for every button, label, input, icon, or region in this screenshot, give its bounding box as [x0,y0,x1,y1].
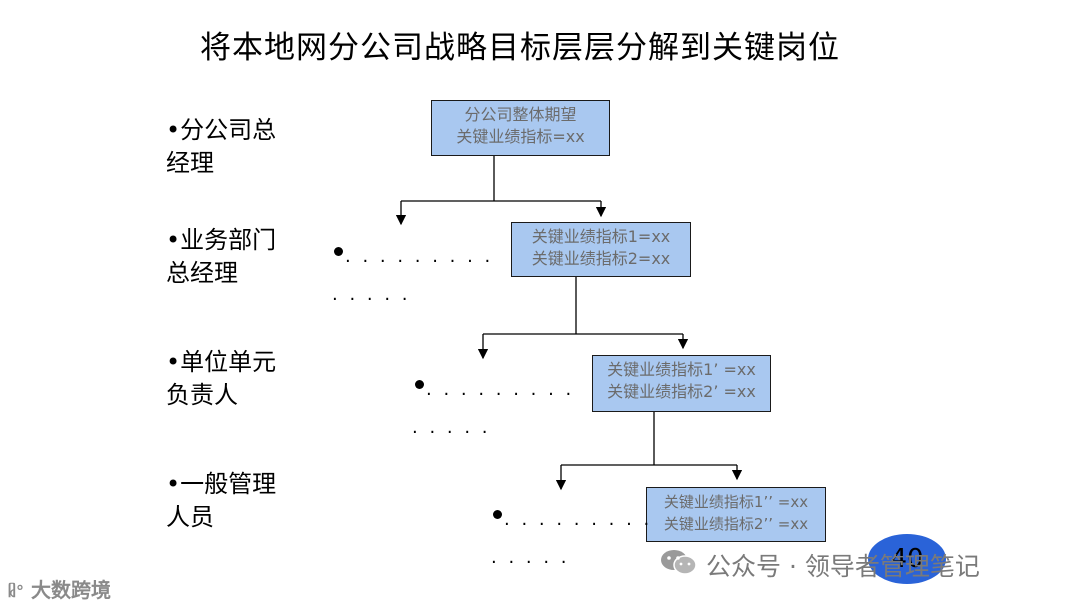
watermark-text: 公众号 · 领导者管理笔记 [706,552,980,581]
level-label-line: 总经理 [166,259,238,287]
level-label-line: •单位单元 [166,348,277,376]
kpi-box-branch: 分公司整体期望 关键业绩指标=xx [431,100,610,156]
ellipsis-row: . . . . . . . . . [345,246,494,267]
page-number-badge: 40 [868,534,946,584]
kpi-box-line: 关键业绩指标1’’ =xx [663,493,809,511]
ellipsis-row: . . . . . [412,417,491,438]
bullet-dot [334,247,343,256]
wechat-icon [661,550,697,575]
bullet-dot [493,510,502,519]
kpi-box-line: 关键业绩指标1’ =xx [607,360,756,379]
level-label-line: 负责人 [166,381,238,409]
level-label-staff: •一般管理 人员 [166,468,326,534]
level-label-line: 人员 [166,503,214,531]
ellipsis-row: . . . . . . . . . [504,509,653,530]
corner-logo: ᥤ° 大数跨境 [8,574,111,603]
kpi-box-line: 关键业绩指标2’ =xx [607,382,756,401]
page-title: 将本地网分公司战略目标层层分解到关键岗位 [200,30,840,66]
kpi-box-line: 分公司整体期望 [464,105,577,124]
level-label-dept-gm: •业务部门 总经理 [166,224,326,290]
level-label-line: •一般管理 [166,470,277,498]
corner-logo-text: 大数跨境 [30,578,111,602]
ellipsis-row: . . . . . . . . . [426,379,575,400]
level-label-branch-gm: •分公司总 经理 [166,114,326,180]
kpi-box-line: 关键业绩指标2=xx [531,249,671,268]
kpi-box-unit: 关键业绩指标1’ =xx 关键业绩指标2’ =xx [592,355,771,412]
ellipsis-row: . . . . . [491,547,570,568]
brand-icon: ᥤ° [8,582,25,601]
kpi-box-staff: 关键业绩指标1’’ =xx 关键业绩指标2’’ =xx [646,487,826,542]
level-label-line: 经理 [166,149,214,177]
level-label-unit-head: •单位单元 负责人 [166,346,326,412]
bullet-dot [415,380,424,389]
kpi-box-line: 关键业绩指标=xx [456,127,585,146]
kpi-box-line: 关键业绩指标2’’ =xx [663,515,809,533]
level-label-line: •业务部门 [166,226,277,254]
kpi-box-line: 关键业绩指标1=xx [531,227,671,246]
ellipsis-row: . . . . . [332,284,411,305]
level-label-line: •分公司总 [166,116,277,144]
kpi-box-dept: 关键业绩指标1=xx 关键业绩指标2=xx [511,222,691,277]
